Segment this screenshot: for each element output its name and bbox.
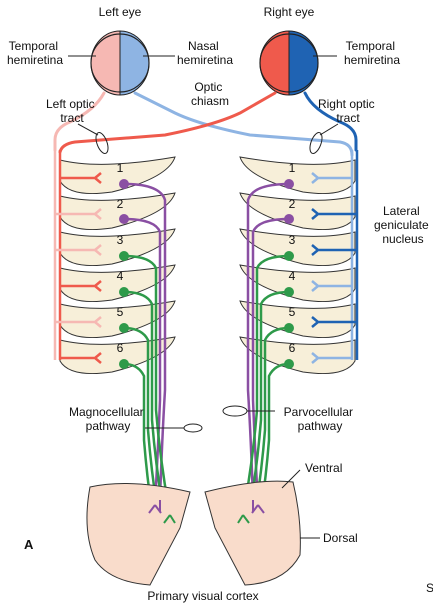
terminal xyxy=(311,316,357,328)
terminal xyxy=(60,172,102,184)
right-layer-number: 2 xyxy=(289,197,296,211)
left-layer-number: 6 xyxy=(117,341,124,355)
lateral-geniculate-nucleus-label: Lateral geniculate nucleus xyxy=(374,204,432,246)
primary-visual-cortex xyxy=(86,480,301,586)
nasal-hemiretina-label: Nasal hemiretina xyxy=(177,39,233,67)
terminal xyxy=(55,244,102,256)
left-lgn-layer xyxy=(59,156,176,195)
temporal-hemiretina-right-label: Temporal hemiretina xyxy=(344,39,400,67)
left-relay-neuron xyxy=(119,251,129,261)
parvocellular-pathway-label: Parvocellular pathway xyxy=(284,405,357,433)
right-lgn xyxy=(239,156,356,375)
labels: Left eye Right eye Temporal hemiretina N… xyxy=(7,5,433,603)
left-optic-tract-label: Left optic tract xyxy=(46,97,98,125)
left-nasal-fibers xyxy=(133,91,354,157)
left-layer-terminals xyxy=(55,172,102,364)
right-layer-number: 1 xyxy=(289,161,296,175)
right-layer-number: 6 xyxy=(289,341,296,355)
right-eye-nasal-hemiretina xyxy=(259,30,290,96)
terminal xyxy=(311,352,352,364)
left-lgn-layer xyxy=(59,264,176,303)
leader-line xyxy=(281,469,301,489)
left-eye-nasal-hemiretina xyxy=(119,30,150,96)
magnocellular-pathway-label: Magnocellular pathway xyxy=(69,405,147,433)
leader-line xyxy=(319,123,339,136)
left-relay-neuron xyxy=(119,214,129,224)
right-nasal-fibers xyxy=(58,91,277,154)
right-relay-neuron xyxy=(284,179,294,189)
right-relay-neuron xyxy=(284,287,294,297)
right-eye xyxy=(259,30,319,96)
optic-chiasm-label: Optic chiasm xyxy=(191,80,229,108)
left-relay-neuron xyxy=(119,287,129,297)
dorsal-label: Dorsal xyxy=(323,531,358,545)
left-layer-number: 2 xyxy=(117,197,124,211)
parvocellular-axon xyxy=(123,254,172,516)
left-relay-neuron xyxy=(119,179,129,189)
left-temporal-fibers xyxy=(53,91,106,152)
left-relay-neuron xyxy=(119,359,129,369)
left-lgn-layer xyxy=(59,228,176,267)
terminal xyxy=(60,352,102,364)
right-visual-cortex xyxy=(204,480,301,586)
primary-visual-cortex-label: Primary visual cortex xyxy=(147,589,258,603)
ventral-label: Ventral xyxy=(305,461,342,475)
magnocellular-pathway-marker xyxy=(183,423,203,433)
optic-pathways xyxy=(53,91,358,157)
right-relay-neuron xyxy=(284,323,294,333)
terminal xyxy=(311,280,352,292)
terminal xyxy=(311,244,357,256)
panel-letter: A xyxy=(24,537,34,552)
temporal-hemiretina-left-label: Temporal hemiretina xyxy=(7,39,63,67)
terminal xyxy=(55,316,102,328)
left-relay-neuron xyxy=(119,323,129,333)
terminal xyxy=(60,280,102,292)
terminal xyxy=(311,208,357,220)
right-relay-neuron xyxy=(284,251,294,261)
right-layer-number: 5 xyxy=(289,305,296,319)
left-layer-number: 5 xyxy=(117,305,124,319)
leader-lines xyxy=(68,55,339,539)
left-layer-number: 3 xyxy=(117,233,124,247)
terminal xyxy=(55,208,102,220)
right-optic-tract-label: Right optic tract xyxy=(318,97,378,125)
right-lgn-layer xyxy=(239,228,356,267)
right-eye-label: Right eye xyxy=(264,5,315,19)
left-eye-label: Left eye xyxy=(99,5,142,19)
magnocellular-axon xyxy=(123,217,162,506)
parvocellular-pathway-marker xyxy=(222,405,248,417)
right-eye-temporal-hemiretina xyxy=(288,30,319,96)
relay-neuron-bodies xyxy=(119,179,294,369)
right-relay-neuron xyxy=(284,214,294,224)
left-lgn-layer xyxy=(59,192,176,231)
left-optic-tract-marker xyxy=(95,132,109,154)
left-lgn-layer xyxy=(59,336,176,375)
left-visual-cortex xyxy=(86,482,191,586)
left-layer-number: 4 xyxy=(117,269,124,283)
terminal xyxy=(311,172,352,184)
tract-bundles xyxy=(53,150,359,360)
magnocellular-axon xyxy=(251,217,290,506)
right-lgn-layer xyxy=(239,192,356,231)
left-lgn xyxy=(59,156,176,375)
leader-line xyxy=(77,123,99,136)
left-layer-number: 1 xyxy=(117,161,124,175)
right-layer-number: 3 xyxy=(289,233,296,247)
right-optic-tract-marker xyxy=(309,132,323,154)
right-relay-neuron xyxy=(284,359,294,369)
left-lgn-layer xyxy=(59,300,176,339)
edge-mark: S xyxy=(426,581,433,595)
right-temporal-fibers xyxy=(303,91,358,152)
right-lgn-layer xyxy=(239,156,356,195)
left-eye xyxy=(90,30,150,96)
right-layer-terminals xyxy=(311,172,357,364)
right-layer-number: 4 xyxy=(289,269,296,283)
left-eye-temporal-hemiretina xyxy=(90,30,121,96)
